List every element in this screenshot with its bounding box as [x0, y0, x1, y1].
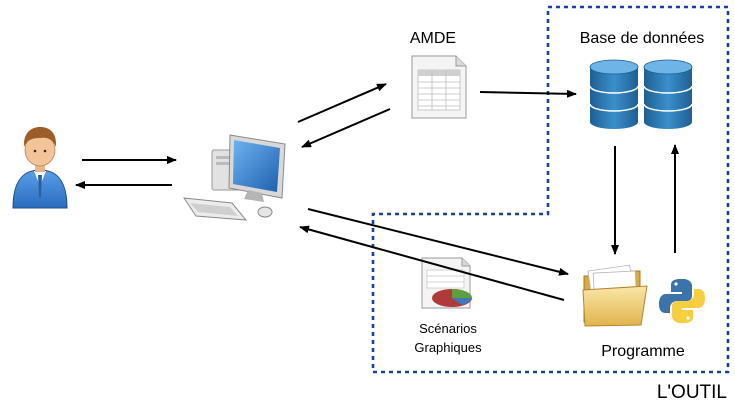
amde-label: AMDE	[410, 30, 456, 47]
python-icon	[659, 279, 705, 323]
folder-icon	[582, 264, 648, 327]
database-icon	[589, 59, 693, 129]
scenarios-label: Scénarios	[419, 321, 477, 336]
spreadsheet-document-icon	[411, 55, 467, 119]
arrow-amde-to-database	[479, 89, 577, 98]
arrow-programme-to-computer	[299, 225, 565, 301]
outil-boundary	[371, 5, 730, 374]
outil-label: L'OUTIL	[657, 382, 727, 403]
arrows	[75, 83, 679, 301]
computer-icon	[182, 134, 286, 221]
arrow-amde-to-computer	[301, 108, 391, 148]
graphiques-label: Graphiques	[414, 340, 482, 355]
arrow-computer-to-amde	[297, 83, 387, 123]
database-cylinder-right	[643, 59, 693, 129]
database-cylinder-left	[589, 59, 639, 129]
chart-document-icon	[421, 257, 472, 309]
database-label: Base de données	[580, 30, 705, 47]
user-icon	[12, 127, 68, 209]
programme-label: Programme	[601, 343, 685, 360]
arrow-computer-to-programme	[307, 208, 569, 276]
